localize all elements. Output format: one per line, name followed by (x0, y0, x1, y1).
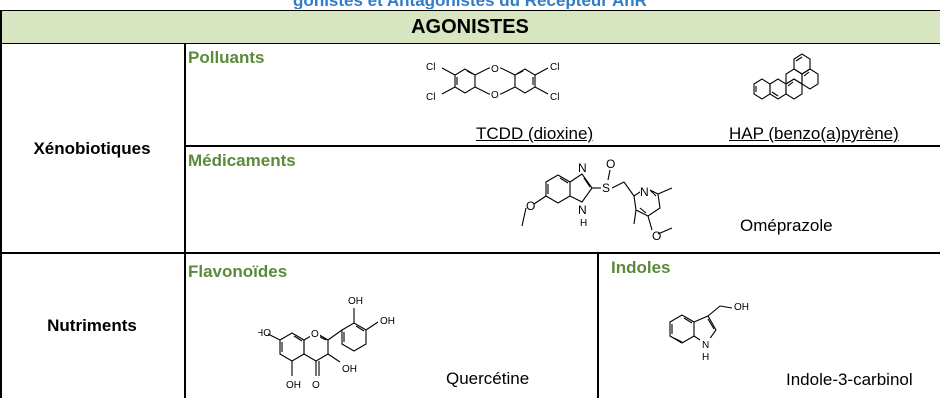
page-title: gonistes et Antagonistes du Récepteur Ah… (0, 0, 940, 9)
sulfur-label: S (602, 181, 610, 195)
omeprazole-structure-drawing: N N H S O N O O (512, 150, 752, 250)
row-label-xenobiotiques: Xénobiotiques (33, 139, 151, 158)
chlorine-label: Cl (426, 92, 435, 103)
quercetine-structure-drawing: O OH OH HO OH O OH (258, 282, 438, 398)
label-column-divider (184, 44, 186, 398)
hydroxyl-label: OH (380, 316, 395, 327)
caption-omeprazole: Oméprazole (740, 216, 833, 235)
oxygen-label: O (491, 64, 499, 75)
chlorine-label: Cl (550, 62, 559, 73)
caption-indole-3-carbinol: Indole-3-carbinol (786, 370, 913, 389)
hydroxyl-label: HO (258, 328, 271, 339)
category-label-indoles: Indoles (611, 258, 671, 277)
row-divider-main (0, 252, 940, 254)
row-label-nutriments: Nutriments (47, 316, 137, 335)
category-label-medicaments: Médicaments (188, 151, 296, 170)
tcdd-structure-drawing: O O Cl Cl Cl Cl (412, 46, 592, 130)
caption-quercetine: Quercétine (446, 369, 530, 388)
oxygen-label: O (312, 380, 320, 391)
category-label-polluants: Polluants (188, 48, 265, 67)
oxygen-label: O (606, 157, 615, 171)
hydrogen-label: H (580, 218, 587, 229)
hydroxyl-label: OH (348, 296, 363, 307)
hydroxyl-label: OH (734, 302, 749, 313)
hydroxyl-label: OH (342, 364, 357, 375)
category-label-flavonoides: Flavonoïdes (188, 262, 288, 281)
left-border (0, 10, 2, 398)
oxygen-label: O (491, 90, 499, 101)
hydrogen-label: H (702, 352, 709, 363)
row-divider-xeno (184, 145, 940, 147)
benzo-a-pyrene-structure-drawing (732, 48, 852, 120)
nitrogen-label: N (702, 340, 709, 351)
chlorine-label: Cl (426, 62, 435, 73)
nutriments-column-divider (597, 252, 599, 398)
hydroxyl-label: OH (286, 380, 301, 391)
nitrogen-label: N (640, 185, 649, 199)
caption-hap: HAP (benzo(a)pyrène) (729, 124, 899, 143)
oxygen-label: O (652, 229, 661, 243)
chlorine-label: Cl (550, 92, 559, 103)
caption-tcdd: TCDD (dioxine) (476, 124, 594, 143)
oxygen-label: O (526, 199, 535, 213)
indole-3-carbinol-structure-drawing: N H OH (660, 294, 800, 374)
table-header-agonistes: AGONISTES (0, 10, 940, 44)
oxygen-label: O (311, 329, 319, 340)
nitrogen-label: N (578, 161, 587, 175)
nitrogen-label: N (578, 203, 587, 217)
